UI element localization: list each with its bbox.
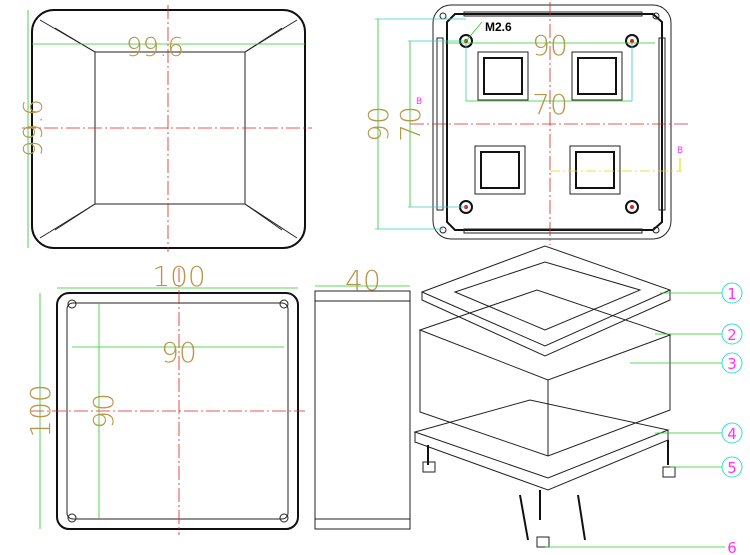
enclosure-depth-dimension: 40 (345, 264, 381, 297)
callout-2: 2 (721, 323, 743, 345)
callout-6: 6 (727, 539, 737, 555)
section-marker-right: B (677, 146, 683, 156)
svg-text:6: 6 (727, 539, 737, 555)
section-marker-left: B (416, 97, 422, 107)
hole-spacing-width-dimension: 90 (161, 336, 197, 369)
enclosure-top-view: 100 100 90 90 (24, 260, 305, 535)
connector-sockets (474, 51, 623, 195)
enclosure-side-view: 40 (314, 264, 411, 530)
base-inner-height-dimension: 70 (394, 106, 427, 142)
lid-height-dimension: 99.6 (19, 99, 49, 157)
lid-width-dimension: 99.6 (126, 33, 184, 63)
callout-3: 3 (721, 352, 743, 374)
lid-top-view: 99.6 99.6 (19, 5, 312, 252)
hole-spacing-height-dimension: 90 (87, 393, 120, 429)
callout-1: 1 (721, 282, 743, 304)
enclosure-height-dimension: 100 (24, 384, 57, 437)
base-outer-width-dimension: 90 (532, 29, 568, 62)
svg-text:5: 5 (727, 459, 737, 477)
enclosure-width-dimension: 100 (152, 260, 205, 293)
svg-text:4: 4 (727, 425, 737, 443)
svg-text:2: 2 (727, 326, 737, 344)
base-outer-height-dimension: 90 (362, 106, 395, 142)
svg-text:3: 3 (727, 355, 737, 373)
callout-4: 4 (721, 422, 743, 444)
svg-text:1: 1 (727, 285, 737, 303)
callout-5: 5 (721, 456, 743, 478)
exploded-view (413, 245, 676, 548)
base-inner-width-dimension: 70 (532, 88, 568, 121)
base-plate-view: M2.6 90 70 90 70 B B (362, 2, 690, 245)
thread-size-label: M2.6 (485, 20, 512, 34)
callouts: 1 2 3 4 5 6 (545, 282, 743, 555)
